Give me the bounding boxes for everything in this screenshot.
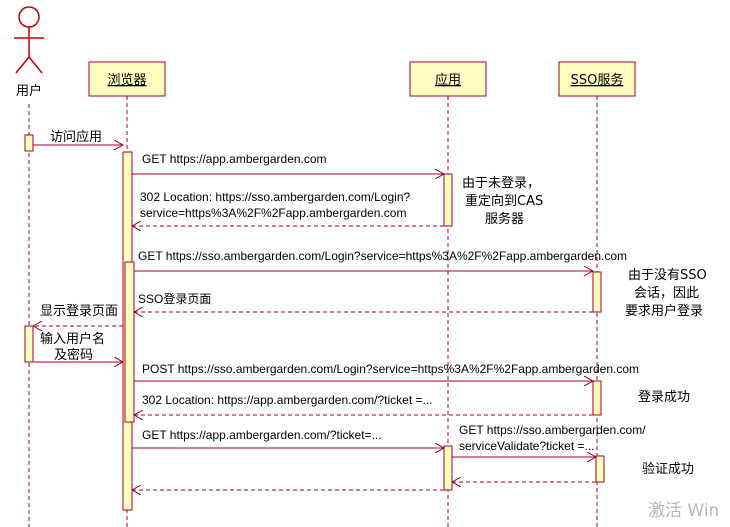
message-label-8: POST https://sso.ambergarden.com/Login?s…	[142, 362, 639, 376]
message-label-10: GET https://app.ambergarden.com/?ticket=…	[142, 428, 382, 442]
lifeline-app-label: 应用	[435, 72, 461, 88]
activation-sso-2	[592, 380, 602, 416]
activation-user-1	[24, 134, 34, 152]
message-label-1: 访问应用	[50, 129, 102, 145]
watermark-text: 激活 Win	[648, 501, 719, 521]
actor-user-label: 用户	[16, 83, 42, 99]
activation-user-2	[24, 325, 34, 363]
note-sso-no-session-2: 会话，因此	[634, 286, 699, 301]
message-label-3a: 302 Location: https://sso.ambergarden.co…	[140, 190, 410, 204]
lifeline-browser-header: 浏览器	[88, 61, 166, 97]
message-label-5: SSO登录页面	[138, 291, 211, 306]
lifeline-app-header: 应用	[409, 61, 487, 97]
lifeline-sso-header: SSO服务	[558, 61, 636, 97]
note-validate-success: 验证成功	[642, 461, 694, 477]
activation-sso-3	[595, 455, 605, 483]
lifeline-browser-label: 浏览器	[107, 72, 146, 88]
message-label-2: GET https://app.ambergarden.com	[142, 152, 327, 166]
message-label-7a: 输入用户名	[40, 331, 105, 347]
activation-app-2	[443, 445, 453, 491]
message-label-9: 302 Location: https://app.ambergarden.co…	[142, 393, 433, 407]
user-actor-icon	[14, 6, 44, 74]
lifeline-sso-label: SSO服务	[571, 72, 624, 88]
message-label-7b: 及密码	[54, 347, 93, 363]
activation-app-1	[443, 173, 453, 227]
message-label-4: GET https://sso.ambergarden.com/Login?se…	[138, 249, 627, 263]
note-app-redirect-3: 服务器	[485, 211, 524, 227]
activation-sso-1	[592, 271, 602, 313]
message-label-11b: serviceValidate?ticket =...	[459, 439, 595, 453]
note-sso-no-session-1: 由于没有SSO	[628, 268, 707, 283]
note-app-redirect-2: 重定向到CAS	[465, 193, 543, 209]
note-login-success: 登录成功	[638, 390, 690, 405]
message-label-11a: GET https://sso.ambergarden.com/	[459, 423, 646, 437]
note-sso-no-session-3: 要求用户登录	[625, 303, 703, 319]
activation-browser-nested	[124, 261, 135, 423]
note-app-redirect-1: 由于未登录，	[462, 176, 540, 191]
message-label-3b: service=https%3A%2F%2Fapp.ambergarden.co…	[140, 206, 406, 220]
message-label-6: 显示登录页面	[40, 304, 118, 319]
